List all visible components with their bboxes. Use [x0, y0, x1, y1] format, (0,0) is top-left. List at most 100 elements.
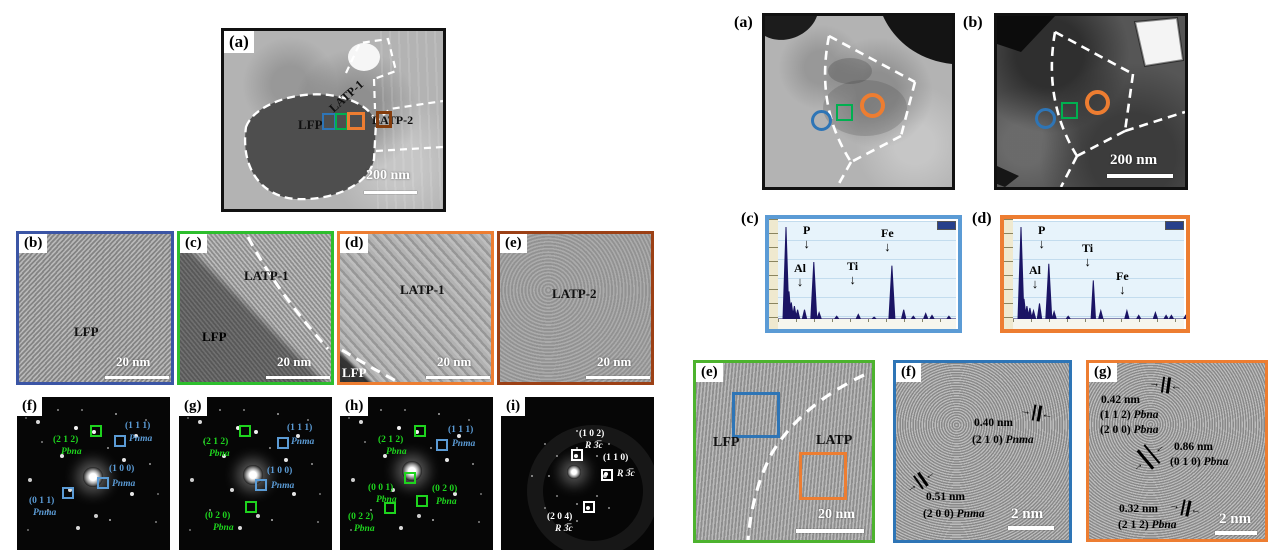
- region-label-latp1: LATP-1: [244, 268, 289, 283]
- plane-label: (0 1 0) Pbna: [1170, 456, 1229, 468]
- roi-box-blue: [322, 113, 336, 130]
- plane-label: (1 1 2) Pbna: [1100, 409, 1159, 421]
- roi-square-green: [1061, 102, 1078, 119]
- spot-box: [583, 501, 595, 513]
- d-spacing-value: 0.86 nm: [1174, 441, 1213, 453]
- spot-group: Pnma: [271, 481, 295, 491]
- scale-text: 2 nm: [1219, 511, 1252, 527]
- down-arrow-icon: ↓: [1119, 282, 1126, 297]
- spot-hkl: (2 1 2): [203, 437, 229, 447]
- scale-text: 200 nm: [1110, 152, 1158, 168]
- grain-boundary-overlay: [997, 16, 1185, 187]
- eds-spectrum-curve: [778, 226, 956, 319]
- phase-boundary-dashed: [746, 373, 865, 540]
- element-label: P↓: [803, 223, 811, 251]
- roi-square-green: [836, 104, 853, 121]
- spot-box: [62, 487, 74, 499]
- roi-circle-blue: [1035, 108, 1056, 129]
- spot-hkl: (1 1 1): [287, 423, 313, 433]
- spot-box: [239, 425, 251, 437]
- right-panel-a-letter: (a): [734, 14, 753, 31]
- roi-box-orange: [347, 112, 365, 130]
- left-panel-f-fft: (f) (2 1 2) Pbna (1 1 1) Pnma (1 0 0) Pn…: [17, 397, 170, 550]
- spot-box: [404, 472, 416, 484]
- element-label: Fe↓: [881, 226, 894, 254]
- spot-box: [97, 477, 109, 489]
- plane-label: (2 1 2) Pbna: [1118, 519, 1177, 531]
- scale-bar: [266, 376, 330, 379]
- left-panel-e-hrtem-latp2: (e) LATP-2 20 nm: [497, 231, 654, 385]
- left-panel-c-hrtem-interface: (c) LATP-1 LFP 20 nm: [177, 231, 334, 385]
- spot-hkl: (2 1 2): [53, 435, 79, 445]
- region-label-lfp: LFP: [713, 435, 740, 450]
- scale-text: 200 nm: [366, 168, 410, 183]
- panel-letter: (g): [1089, 363, 1117, 382]
- down-arrow-icon: ↓: [849, 272, 856, 287]
- spot-box: [414, 425, 426, 437]
- spot-box: [384, 502, 396, 514]
- spot-hkl: (2 1 2): [378, 435, 404, 445]
- right-panel-f-hrtem: (f) →← 0.40 nm (2 1 0) Pnma →← 0.51 nm (…: [893, 360, 1072, 543]
- scale-bar: [364, 191, 417, 194]
- region-label-lfp: LFP: [74, 324, 99, 339]
- panel-letter: (h): [340, 397, 369, 416]
- panel-letter: (g): [179, 397, 207, 416]
- x-axis-strip: [778, 319, 956, 329]
- scale-text: 20 nm: [437, 354, 472, 369]
- scale-bar: [586, 376, 650, 379]
- element-label: Al↓: [794, 261, 806, 289]
- d-spacing-value: 0.42 nm: [1101, 394, 1140, 406]
- panel-letter: (f): [17, 397, 42, 416]
- roi-circle-orange: [860, 93, 885, 118]
- grain-boundary-overlay: [765, 16, 952, 187]
- spot-group: Pbna: [209, 449, 230, 459]
- spot-box: [245, 501, 257, 513]
- spot-hkl: (1 1 0): [603, 453, 629, 463]
- phase-boundary-dashed: [246, 236, 330, 350]
- spot-group: Pbna: [376, 495, 397, 505]
- left-panel-b-hrtem-lfp: (b) LFP 20 nm: [16, 231, 174, 385]
- eds-plot: Al↓ P↓ Ti↓ Fe↓: [1013, 221, 1186, 319]
- right-panel-d-eds: Al↓ P↓ Ti↓ Fe↓: [1000, 215, 1190, 333]
- spot-hkl: (1 1 1): [448, 425, 474, 435]
- spot-hkl: (0 2 0): [432, 484, 458, 494]
- spot-group: Pnma: [129, 434, 153, 444]
- spot-box: [571, 449, 583, 461]
- d-spacing-value: 0.32 nm: [1119, 503, 1158, 515]
- spot-group: R 3̅c: [585, 441, 603, 451]
- plane-label: (2 1 0) Pnma: [972, 434, 1034, 446]
- roi-box-brown: [376, 111, 392, 128]
- scale-text: 20 nm: [818, 507, 855, 522]
- right-panel-e-hrtem-interface: (e) LFP LATP 20 nm: [693, 360, 875, 543]
- spot-box: [416, 495, 428, 507]
- fft-center-spot: [402, 461, 422, 481]
- right-panel-d-letter: (d): [972, 210, 992, 227]
- vertical-streaks: [377, 31, 443, 209]
- panel-letter: (f): [896, 363, 921, 382]
- spot-hkl: (2 0 4): [547, 512, 573, 522]
- spot-group: Pbna: [213, 523, 234, 533]
- element-label: P↓: [1038, 223, 1046, 251]
- legend-chip: [937, 221, 956, 230]
- spot-group: Pbna: [354, 524, 375, 534]
- region-label-latp1: LATP-1: [400, 282, 445, 297]
- y-axis-strip: [769, 219, 778, 329]
- spot-group: R 3̅c: [617, 469, 635, 479]
- spot-group: Pnma: [112, 479, 136, 489]
- fft-center-spot: [567, 465, 581, 479]
- spot-hkl: (1 0 0): [267, 466, 293, 476]
- plane-label: (2 0 0) Pbna: [1100, 424, 1159, 436]
- down-arrow-icon: ↓: [1038, 236, 1045, 251]
- fringe-marker-icon: →←: [1129, 439, 1167, 474]
- down-arrow-icon: ↓: [803, 236, 810, 251]
- fringe-marker-icon: →←: [1168, 498, 1203, 517]
- roi-circle-orange: [1085, 90, 1110, 115]
- right-panel-c-eds: Al↓ P↓ Ti↓ Fe↓: [765, 215, 962, 333]
- scale-bar: [1215, 531, 1257, 535]
- region-label-lfp: LFP: [342, 365, 367, 380]
- left-panel-a-tem-overview: (a) LFP LATP-1 LATP-2 200 nm: [221, 28, 446, 212]
- panel-letter: (c): [180, 234, 207, 253]
- panel-letter: (b): [19, 234, 48, 253]
- spot-hkl: (0 2 2): [348, 512, 374, 522]
- spot-group: Pnma: [291, 437, 315, 447]
